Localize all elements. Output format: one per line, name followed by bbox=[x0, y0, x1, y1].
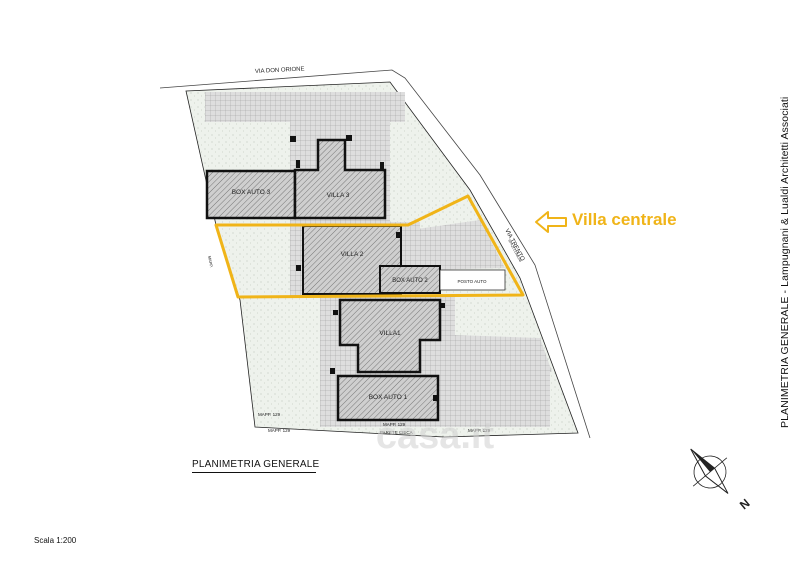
north-arrow-icon bbox=[690, 448, 729, 494]
mapp-label-left: MAPP. 129 bbox=[258, 412, 281, 417]
posto-auto-label: POSTO AUTO bbox=[457, 279, 487, 284]
villa-1 bbox=[338, 298, 442, 374]
paving-top bbox=[205, 92, 405, 122]
callout-arrow-icon bbox=[535, 211, 567, 233]
mapp-label-mid1: MAPP. 129 bbox=[268, 428, 291, 433]
villa-3 bbox=[293, 138, 387, 220]
street-outline bbox=[159, 69, 591, 439]
drawing-side-title: PLANIMETRIA GENERALE - Lampugnani & Lual… bbox=[779, 96, 791, 428]
side-mapp-label: MAPP. bbox=[207, 255, 214, 268]
villa-centrale-callout: Villa centrale bbox=[572, 210, 677, 229]
box-auto-2-label: BOX AUTO 2 bbox=[392, 278, 428, 284]
villa-1-label: VILLA1 bbox=[379, 330, 401, 337]
box-auto-3 bbox=[205, 169, 297, 220]
paving-entrance bbox=[410, 220, 505, 270]
villa-2-label: VILLA 2 bbox=[341, 251, 364, 258]
mapp-label-mid2: MAPP. 129 bbox=[383, 422, 406, 427]
box-auto-1-label: BOX AUTO 1 bbox=[369, 394, 408, 401]
villa-centrale-highlight bbox=[214, 194, 525, 299]
watermark: casa.it bbox=[376, 415, 495, 457]
box-auto-2 bbox=[379, 265, 441, 294]
villa-3-label: VILLA 3 bbox=[327, 192, 350, 199]
north-letter: N bbox=[737, 496, 753, 512]
mapp-label-right: MAPP. 129 bbox=[468, 428, 491, 433]
plan-title: PLANIMETRIA GENERALE bbox=[192, 459, 320, 470]
plan-title-underline bbox=[192, 472, 316, 473]
paving-ramp bbox=[455, 335, 552, 372]
wall-stubs bbox=[290, 135, 445, 401]
parete-cieca-label: PARETE CIECA bbox=[380, 430, 413, 435]
scale-label: Scala 1:200 bbox=[34, 536, 77, 545]
box-auto-3-label: BOX AUTO 3 bbox=[232, 189, 271, 196]
posto-auto bbox=[439, 269, 506, 291]
street-label-top: VIA DON ORIONE bbox=[255, 66, 305, 75]
